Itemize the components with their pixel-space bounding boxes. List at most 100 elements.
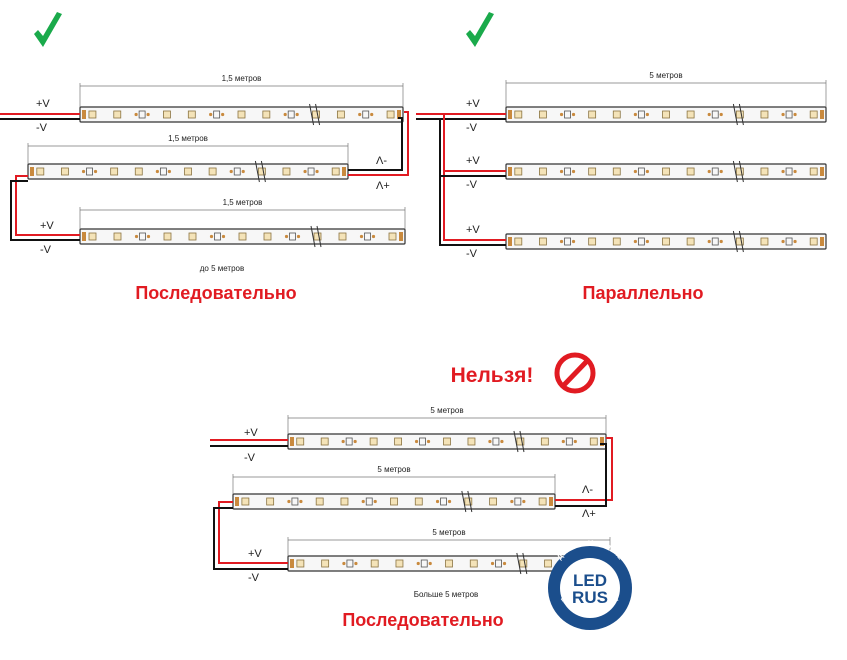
break-mark: [513, 430, 519, 453]
ledrus-logo-icon: ДЕЛАЕМ МИР ЯРЧЕ LED - TECHNOLOGY LED RUS: [548, 540, 632, 630]
led-chip: [134, 167, 143, 176]
flow-in-label: Λ+: [376, 180, 390, 192]
wiring: [210, 437, 613, 570]
led-chip: [238, 232, 247, 241]
logo-line1: LED: [573, 571, 607, 590]
resistor: [564, 110, 571, 119]
break-mark: [315, 103, 321, 126]
led-chip: [296, 559, 305, 568]
led-chip: [237, 110, 246, 119]
total-length-note: Больше 5 метров: [414, 590, 479, 599]
length-dimension: 5 метров: [505, 71, 827, 107]
led-strip: 5 метров: [505, 71, 827, 126]
plus-v-label: +V: [40, 220, 54, 232]
led-strip: 5 метров: [287, 406, 607, 453]
resistor: [364, 232, 371, 241]
led-chip: [540, 437, 549, 446]
led-strip: 5 метров: [287, 528, 611, 575]
minus-v-label: -V: [466, 179, 478, 191]
led-chip: [321, 559, 330, 568]
serial-bad-caption: Последовательно: [342, 610, 503, 630]
resistor: [420, 559, 428, 568]
led-chip: [113, 110, 122, 119]
minus-v-label: -V: [244, 452, 256, 464]
led-chip: [612, 237, 621, 246]
led-chip: [263, 232, 272, 241]
length-label: 5 метров: [430, 406, 463, 415]
led-chip: [735, 167, 744, 176]
break-mark: [467, 490, 473, 513]
led-chip: [187, 110, 196, 119]
led-chip: [469, 559, 478, 568]
led-strip: 5 метров: [232, 465, 556, 513]
forbidden-warning: Нельзя!: [451, 364, 534, 387]
wiring: [416, 113, 506, 246]
led-chip: [315, 497, 324, 506]
resistor: [564, 167, 571, 176]
led-chip: [539, 167, 547, 176]
resistor: [711, 237, 719, 246]
led-chip: [809, 167, 818, 176]
led-strip: 1,5 метров: [79, 74, 404, 126]
length-dimension: 5 метров: [232, 465, 556, 494]
led-chip: [686, 167, 695, 176]
led-chip: [338, 232, 347, 241]
led-chip: [735, 237, 744, 246]
led-chip: [312, 110, 320, 119]
break-mark: [316, 225, 322, 248]
led-chip: [662, 167, 670, 176]
flow-in-label: Λ+: [582, 508, 596, 520]
led-chip: [394, 437, 402, 446]
led-chip: [113, 232, 122, 241]
break-mark: [732, 103, 738, 126]
led-chip: [760, 167, 769, 176]
led-chip: [340, 497, 349, 506]
led-chip: [588, 110, 597, 119]
resistor: [138, 110, 146, 119]
plus-v-label: +V: [466, 155, 480, 167]
led-chip: [388, 232, 397, 241]
led-chip: [110, 167, 119, 176]
led-chip: [538, 497, 547, 506]
led-chip: [662, 237, 670, 246]
break-mark: [260, 160, 266, 183]
led-strip: 1,5 метров: [79, 198, 406, 248]
plus-v-label: +V: [36, 98, 50, 110]
flow-out-label: Λ-: [582, 484, 593, 496]
led-chip: [612, 167, 621, 176]
led-chip: [445, 559, 453, 568]
break-mark: [254, 160, 260, 183]
led-chip: [395, 559, 404, 568]
resistor: [233, 167, 241, 176]
resistor: [564, 237, 571, 246]
resistor: [492, 437, 500, 446]
led-chip: [588, 167, 597, 176]
led-chip: [88, 232, 97, 241]
resistor: [287, 110, 295, 119]
resistor: [785, 110, 793, 119]
length-label: 1,5 метров: [223, 198, 263, 207]
led-chip: [662, 110, 670, 119]
led-chip: [386, 110, 395, 119]
led-chip: [516, 437, 525, 446]
led-chip: [443, 437, 451, 446]
led-chip: [188, 232, 197, 241]
led-chip: [514, 237, 523, 246]
led-chip: [36, 167, 45, 176]
resistor: [291, 497, 299, 506]
length-dimension: 5 метров: [287, 406, 607, 434]
resistor: [159, 167, 167, 176]
parallel-diagram: 5 метров +V -V +V -V +V -V Параллельно: [416, 71, 827, 303]
led-chip: [241, 497, 250, 506]
resistor: [346, 559, 354, 568]
led-chip: [809, 110, 818, 119]
break-mark: [461, 490, 467, 513]
led-chip: [296, 437, 305, 446]
led-chip: [467, 437, 476, 446]
resistor: [213, 110, 221, 119]
break-mark: [519, 430, 525, 453]
led-chip: [414, 497, 423, 506]
break-mark: [738, 160, 744, 183]
length-label: 5 метров: [432, 528, 465, 537]
